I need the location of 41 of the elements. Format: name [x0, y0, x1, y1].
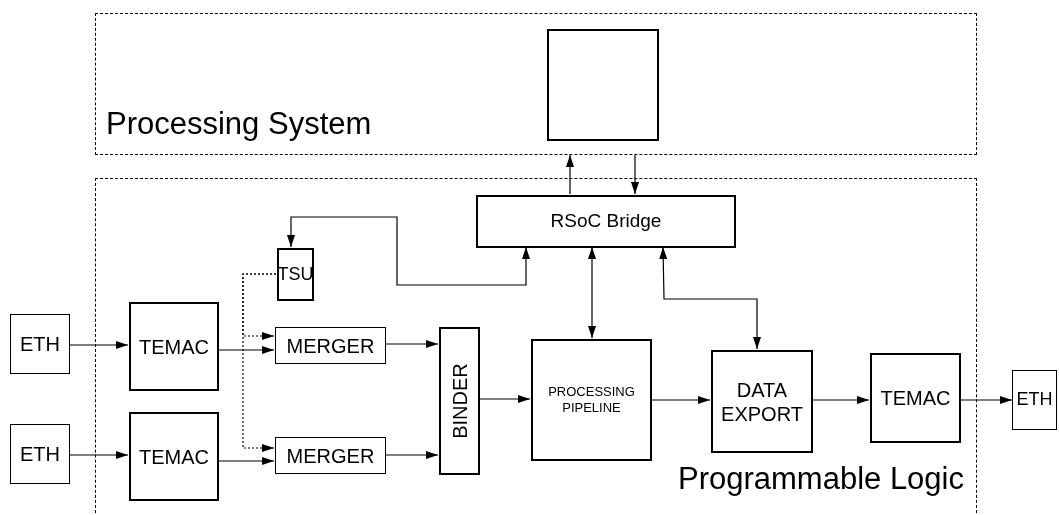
box-label: MERGER: [286, 333, 375, 358]
dashed-region: [95, 13, 977, 155]
arrow: [384, 451, 439, 459]
region-label: Programmable Logic: [677, 461, 964, 497]
processor-box: [547, 29, 659, 141]
arrow: [566, 154, 574, 195]
process-box: [711, 350, 813, 453]
port-box: [10, 314, 70, 374]
box-label: MERGER: [286, 443, 375, 468]
arrow: [659, 246, 761, 350]
region-label: Processing System: [106, 106, 372, 142]
process-box: [275, 437, 386, 474]
box-label: PROCESSING PIPELINE: [547, 384, 636, 416]
process-box: [129, 302, 219, 391]
process-box: [439, 327, 480, 475]
box-label: DATA EXPORT: [720, 377, 804, 426]
bridge-box: [476, 195, 736, 248]
box-label: RSoC Bridge: [550, 210, 662, 233]
arrow: [384, 340, 439, 348]
process-box: [129, 412, 219, 501]
box-label: BINDER: [447, 363, 472, 439]
dashed-region: [95, 178, 977, 515]
process-box: [277, 248, 314, 301]
port-box: [10, 424, 70, 484]
process-box: [870, 353, 961, 443]
box-label: ETH: [1016, 389, 1053, 411]
box-label: TEMAC: [880, 386, 951, 410]
arrow: [69, 451, 129, 459]
arrow: [242, 273, 277, 452]
box-label: ETH: [20, 442, 60, 466]
box-label: TSU: [277, 263, 314, 286]
arrow: [287, 216, 530, 286]
port-box: [1012, 370, 1057, 430]
arrow: [588, 246, 596, 339]
arrow: [69, 341, 129, 349]
process-box: [275, 327, 386, 364]
box-label: ETH: [20, 332, 60, 356]
box-label: TEMAC: [139, 444, 209, 469]
arrow: [631, 154, 639, 195]
box-label: TEMAC: [139, 334, 209, 359]
process-box: [531, 339, 652, 461]
